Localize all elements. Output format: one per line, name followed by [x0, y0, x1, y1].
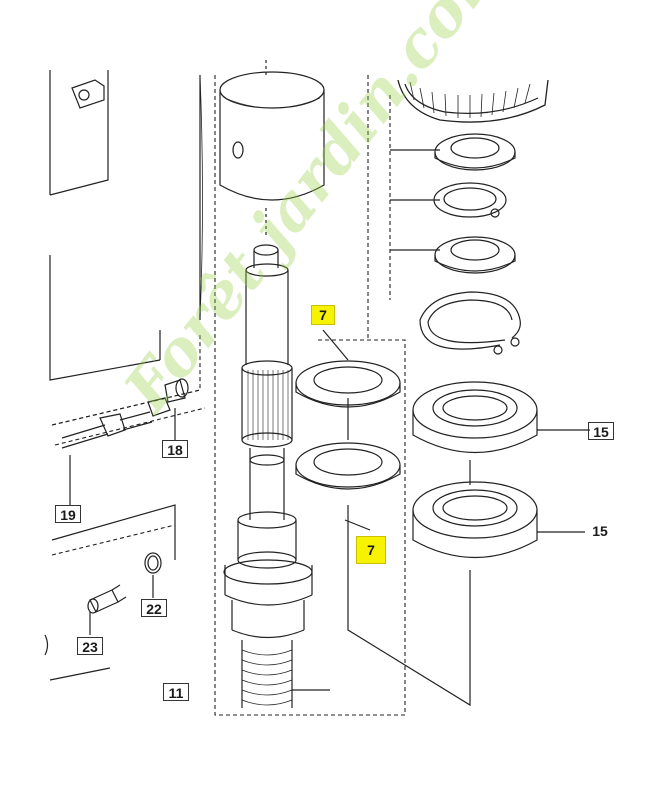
callout-7-bottom: 7	[356, 536, 386, 564]
o-ring-part	[144, 552, 162, 598]
callout-15-top: 15	[588, 422, 614, 440]
bearing-bottom	[412, 481, 538, 559]
hose-fitting	[61, 378, 189, 505]
callout-7-top: 7	[311, 305, 335, 325]
callout-15-bottom: 15	[592, 523, 608, 539]
bearing-top	[412, 381, 538, 454]
washer-top	[434, 133, 516, 171]
gear-part	[397, 79, 549, 123]
dashed-enclosures	[51, 75, 406, 716]
callout-18: 18	[162, 440, 188, 458]
callout-19: 19	[55, 505, 81, 523]
washer-7-bottom	[295, 442, 401, 490]
leader-assembly	[347, 505, 471, 707]
bracket-part	[71, 79, 105, 109]
plug-part	[44, 584, 127, 656]
hub-cylinder	[219, 60, 325, 201]
housing-frame	[49, 70, 203, 681]
callout-11: 11	[163, 683, 189, 701]
snap-ring-small	[433, 182, 507, 218]
leader-7-bottom	[344, 519, 371, 531]
washer-middle	[434, 236, 516, 274]
leader-7-top	[322, 329, 349, 361]
snap-ring-large	[419, 291, 521, 355]
washer-leader-lines	[390, 149, 440, 251]
shaft	[223, 208, 313, 708]
callout-22: 22	[141, 599, 167, 617]
callout-23: 23	[77, 637, 103, 655]
